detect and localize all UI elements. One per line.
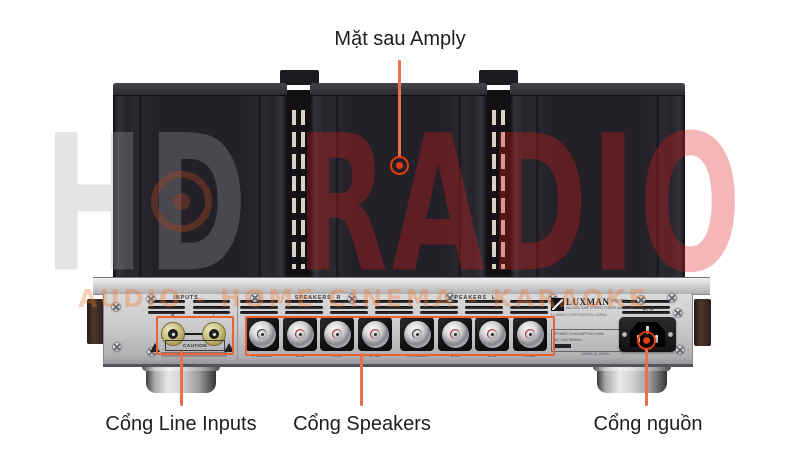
terminal-label: ⊕ 16Ω (369, 354, 381, 359)
inputs-section-label: INPUTS (173, 294, 199, 300)
terminal-ring (441, 320, 469, 348)
terminal-ring (361, 320, 389, 348)
chassis-gap-cap (479, 70, 518, 85)
vent-group (148, 300, 185, 314)
rca-channel-l-label: L (212, 313, 216, 318)
speaker-terminal[interactable] (513, 317, 547, 351)
foot-left (142, 362, 220, 393)
ac-pin-live (637, 335, 640, 343)
screw (674, 309, 682, 317)
screw (676, 346, 684, 354)
transformer-cover-center (310, 83, 487, 277)
vent-group (375, 300, 413, 314)
heatsink-fins (487, 90, 510, 277)
speaker-terminal[interactable] (245, 317, 279, 351)
vent-group (420, 300, 458, 314)
rca-jack-right[interactable] (162, 323, 184, 345)
transformer-cover-right (510, 83, 685, 277)
ac-pin-neutral (655, 335, 658, 343)
terminal-ring (403, 320, 431, 348)
vent-group (622, 300, 670, 314)
terminal-post (370, 329, 380, 339)
rca-channel-r-label: R (171, 313, 175, 318)
screw (251, 294, 259, 302)
vent-group (510, 300, 548, 314)
screw (148, 348, 156, 356)
caution-label: CAUTION (183, 342, 207, 349)
screw (637, 296, 645, 304)
terminal-label: ⊕ 8Ω (487, 354, 497, 359)
brand-model: MQ-300 (611, 298, 627, 303)
spec-power: POWER CONSUMPTION 190W (555, 332, 604, 336)
panel-divider (237, 296, 238, 362)
terminal-label: ⊖ COMMON (251, 354, 273, 359)
terminal-post (450, 329, 460, 339)
ground-strap (177, 333, 210, 335)
vent-group (285, 300, 323, 314)
ac-inlet[interactable] (619, 317, 676, 352)
spec-voltage: AC 100V 50/60Hz (555, 338, 582, 342)
speaker-terminal[interactable] (400, 317, 434, 351)
warning-triangle-icon (224, 343, 234, 352)
brand-plate: LUXMAN MQ-300 VACUUM TUBE STEREO POWER A… (551, 297, 646, 327)
caution-fine-print (161, 352, 227, 358)
chassis-gap-cap (280, 70, 319, 85)
rear-panel: INPUTS SPEAKERS R SPEAKERS L R L CAUTION… (103, 294, 693, 367)
speakers-right-label: SPEAKERS R (294, 294, 342, 300)
screw (348, 295, 356, 303)
terminal-post (332, 329, 342, 339)
speakers-left-label: SPEAKERS L (450, 294, 496, 300)
terminal-post (487, 329, 497, 339)
vent-group (193, 300, 230, 314)
speaker-terminal[interactable] (283, 317, 317, 351)
terminal-label: ⊕ 4Ω (450, 354, 460, 359)
screw (668, 294, 676, 302)
transformer-cover-left (113, 83, 287, 277)
ac-in-label: AC IN (642, 307, 654, 312)
vent-group (240, 300, 278, 314)
terminal-post (257, 329, 267, 339)
terminal-ring (286, 320, 314, 348)
speaker-terminal[interactable] (475, 317, 509, 351)
screw (112, 303, 120, 311)
rca-jack-left[interactable] (203, 323, 225, 345)
speaker-terminal[interactable] (438, 317, 472, 351)
terminal-ring (248, 320, 276, 348)
terminal-label: ⊕ 16Ω (524, 354, 536, 359)
chassis-rim (93, 277, 710, 295)
foot-right (593, 362, 671, 393)
brand-subtitle: VACUUM TUBE STEREO POWER AMPLIFIER (566, 306, 634, 310)
caution-plate: CAUTION (165, 340, 225, 351)
terminal-post (295, 329, 305, 339)
terminal-label: ⊕ 8Ω (332, 354, 342, 359)
terminal-ring (516, 320, 544, 348)
terminal-ring (478, 320, 506, 348)
vent-group (465, 300, 503, 314)
side-panel-right (694, 299, 711, 346)
terminal-label: ⊖ COMMON (406, 354, 428, 359)
screw (113, 343, 121, 351)
spec-barcode (555, 344, 571, 348)
brand-name: LUXMAN (566, 297, 610, 307)
heatsink-fins (287, 90, 310, 277)
luxman-logo-icon (551, 298, 564, 311)
ac-pin-ground (646, 326, 649, 334)
ac-inlet-cavity (630, 322, 665, 347)
side-panel-left (87, 299, 104, 344)
warning-triangle-icon (150, 343, 160, 352)
made-in-label: MADE IN JAPAN (582, 352, 610, 357)
terminal-label: ⊕ 4Ω (295, 354, 305, 359)
terminal-post (412, 329, 422, 339)
speaker-terminal[interactable] (320, 317, 354, 351)
screw (147, 295, 155, 303)
speaker-terminal[interactable] (358, 317, 392, 351)
terminal-ring (323, 320, 351, 348)
brand-corporation: LUXMAN CORPORATION, JAPAN (551, 313, 607, 318)
screw (446, 294, 454, 302)
terminal-post (525, 329, 535, 339)
